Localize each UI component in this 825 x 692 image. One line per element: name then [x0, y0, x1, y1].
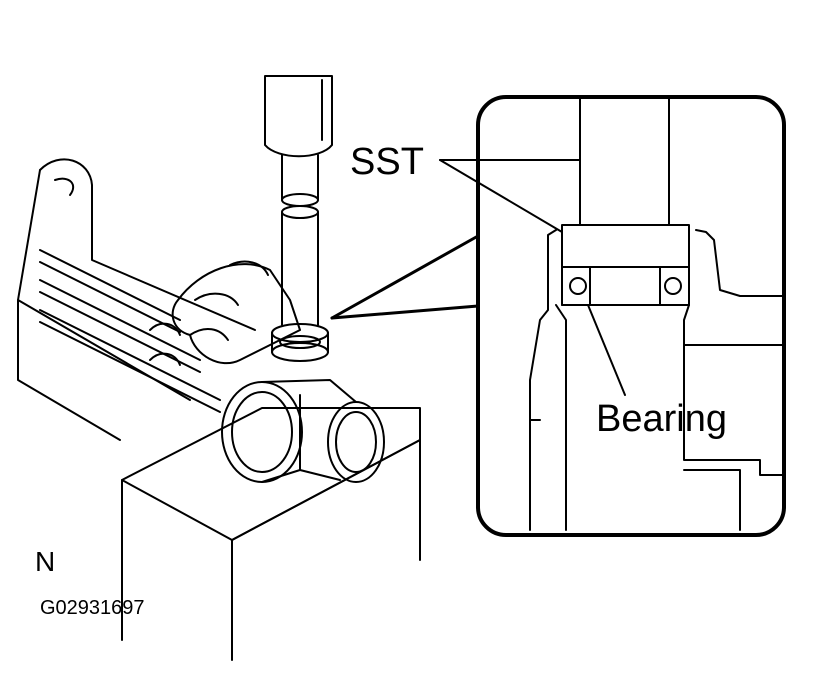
- detail-inset: [478, 97, 784, 535]
- callout-leader: [332, 236, 478, 318]
- bearing-label: Bearing: [596, 398, 727, 440]
- figure-code-label: G02931697: [40, 597, 145, 619]
- transmission-case: [18, 159, 255, 440]
- bearing-leader-line: [588, 305, 625, 395]
- sst-leader-lines: [440, 160, 580, 232]
- hand: [173, 262, 300, 364]
- view-code-label: N: [35, 546, 56, 577]
- sst-label: SST: [350, 141, 424, 183]
- press-block: [122, 408, 420, 660]
- press-ram: [265, 76, 332, 206]
- differential-carrier: [222, 380, 384, 482]
- sst-tool: [272, 206, 328, 361]
